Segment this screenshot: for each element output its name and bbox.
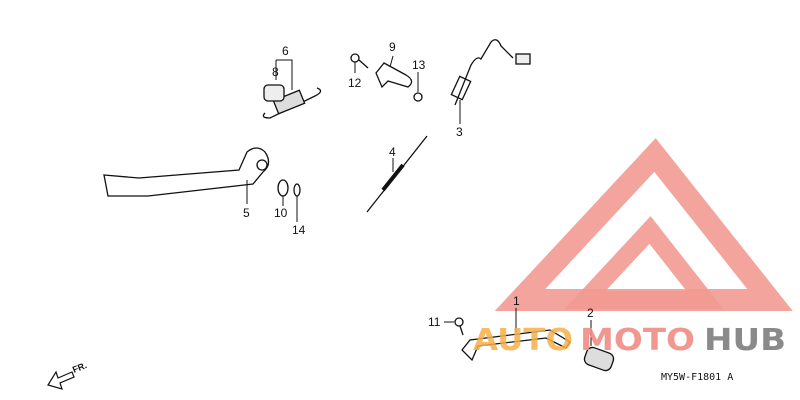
diagram-code: MY5W-F1801 A — [661, 372, 733, 383]
front-direction-arrow-icon — [47, 370, 75, 390]
washer-part — [277, 179, 301, 222]
leader-6 — [275, 59, 293, 90]
change-pedal-part — [461, 308, 571, 362]
stop-switch-part — [450, 39, 531, 124]
callout-3: 3 — [456, 125, 463, 139]
collar-part — [263, 84, 285, 102]
callout-9: 9 — [389, 40, 396, 54]
watermark-text: AUTO MOTO HUB — [473, 323, 786, 358]
callout-4: 4 — [389, 145, 396, 159]
callout-14: 14 — [292, 223, 306, 237]
callout-5: 5 — [243, 206, 250, 220]
direction-label: FR. — [71, 360, 88, 375]
bracket-part — [375, 55, 413, 89]
spring-part — [262, 87, 322, 119]
callout-12: 12 — [348, 76, 362, 90]
nut-part — [413, 72, 423, 102]
callout-8: 8 — [272, 65, 279, 79]
brake-pedal-part — [103, 147, 270, 204]
callout-13: 13 — [412, 58, 426, 72]
callout-11: 11 — [428, 315, 441, 329]
watermark-hub: HUB — [704, 323, 786, 358]
callout-10: 10 — [274, 206, 288, 220]
pedal-bolt-part — [444, 317, 464, 336]
rod-part — [366, 135, 428, 213]
watermark-logo-icon — [494, 138, 793, 311]
watermark-moto: MOTO — [580, 323, 695, 358]
callout-6: 6 — [282, 44, 289, 58]
watermark-auto: AUTO — [473, 323, 573, 358]
pedal-rubber-part — [583, 320, 615, 372]
callout-1: 1 — [513, 294, 520, 308]
callout-2: 2 — [587, 306, 594, 320]
bolt-part — [350, 53, 369, 73]
